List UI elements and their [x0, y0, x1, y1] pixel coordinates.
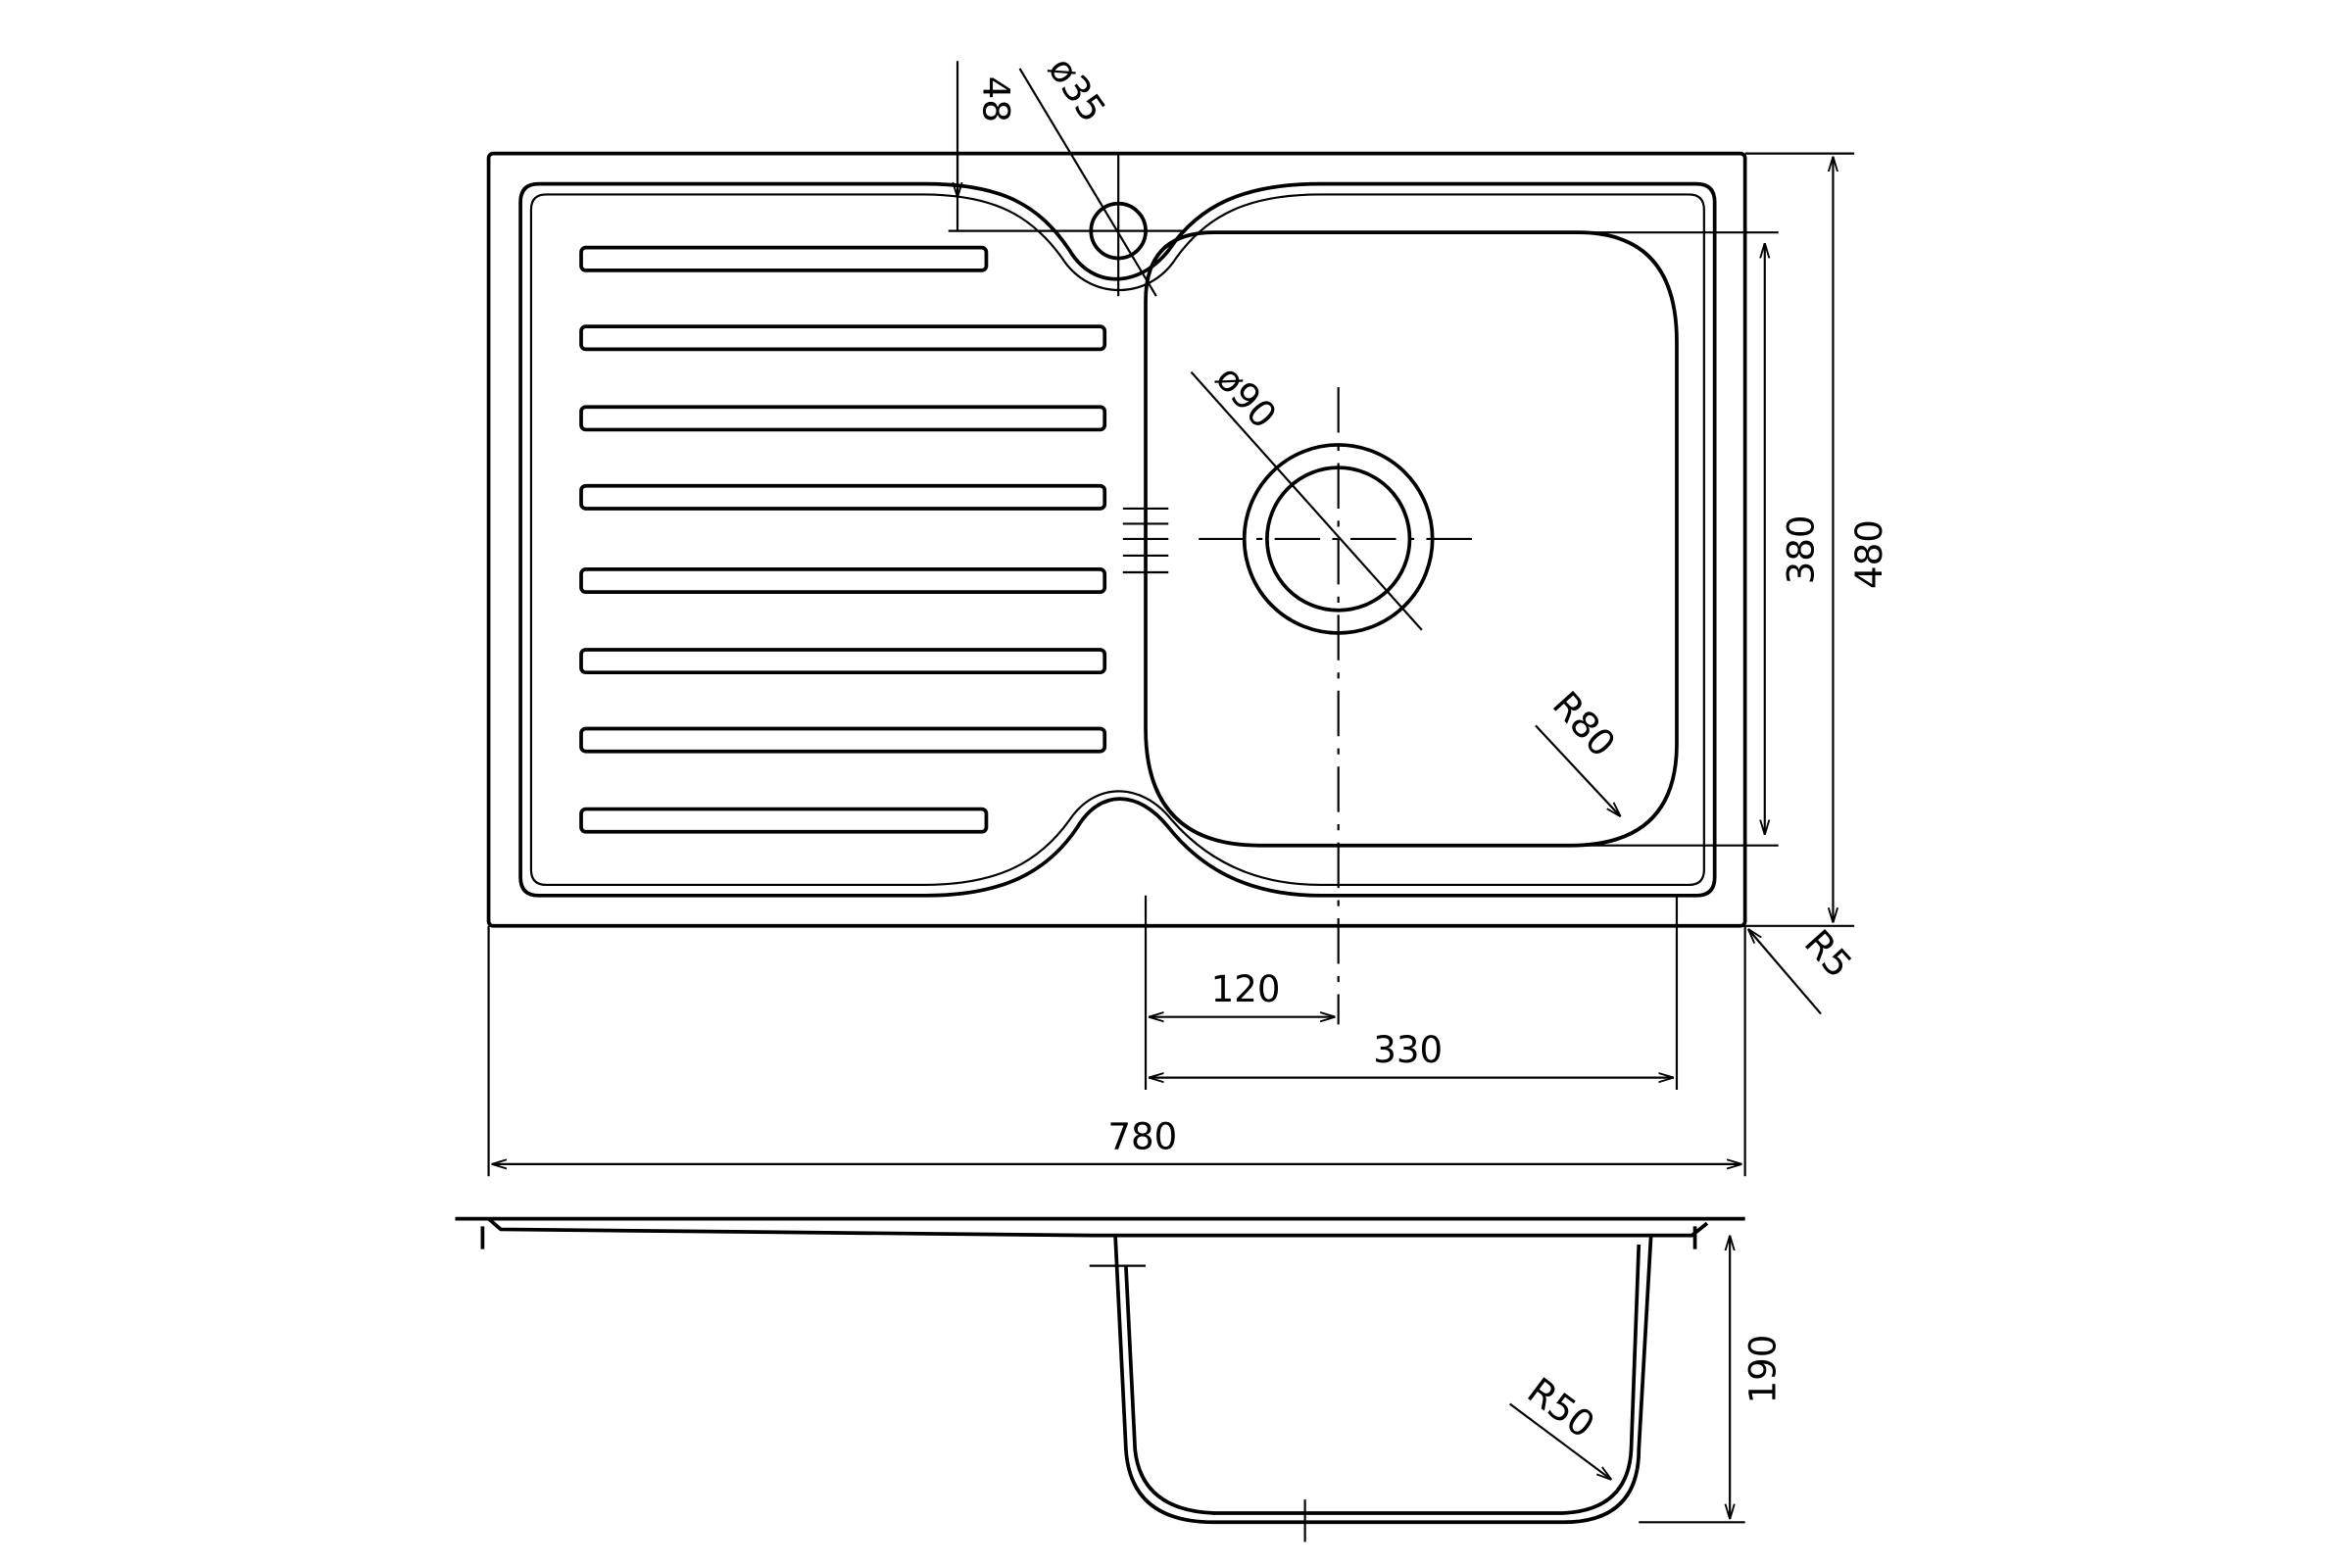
dim-waste-offset: 120	[1211, 968, 1281, 1010]
drainer-rib	[579, 324, 1107, 352]
dim-overall-width: 780	[1107, 1115, 1177, 1157]
sink-lip	[480, 1217, 1709, 1250]
drainer-ribs	[579, 245, 1107, 834]
dim-bowl-length: 380	[1780, 514, 1822, 584]
drainer-rib	[579, 807, 989, 834]
dim-bowl-bottom-radius: R50	[1520, 1370, 1602, 1446]
top-view	[486, 151, 1747, 1025]
drainer-rib	[579, 483, 1107, 511]
dim-tap-offset: 48	[974, 76, 1016, 122]
dim-r80-leader	[1535, 724, 1621, 816]
bowl-section-inner	[1124, 1244, 1642, 1515]
dim-90-leader	[1190, 370, 1423, 631]
side-view: R50 190	[455, 1216, 1785, 1543]
tap-centerlines	[948, 153, 1184, 297]
dim-bowl-width: 330	[1373, 1029, 1443, 1071]
drainer-inner-outline	[529, 193, 1705, 887]
dim-bowl-radius: R80	[1544, 684, 1624, 765]
dimensions: 48 ø35 ø90 380 480 R80 R5 120 330 780	[487, 49, 1890, 1177]
dim-bowl-height: 190	[1742, 1335, 1785, 1404]
drainer-rib	[579, 648, 1107, 675]
waste-centerlines	[1199, 387, 1485, 1025]
drainer-rib	[579, 567, 1107, 594]
dim-tap-hole: ø35	[1040, 49, 1113, 129]
bowl-section	[1113, 1235, 1653, 1525]
dim-r5-leader	[1748, 929, 1822, 1015]
drainer-rib	[579, 726, 1107, 754]
dim-overall-depth: 480	[1848, 519, 1890, 589]
drainer-rib	[579, 245, 989, 272]
dim-corner-radius: R5	[1796, 922, 1860, 987]
dim-35-leader	[1018, 68, 1157, 297]
dim-waste-hole: ø90	[1207, 358, 1285, 437]
drainer-rib	[579, 405, 1107, 432]
dim-r50-leader	[1508, 1402, 1612, 1480]
sink-outer-outline	[486, 151, 1747, 928]
drainer-outline	[518, 181, 1717, 898]
